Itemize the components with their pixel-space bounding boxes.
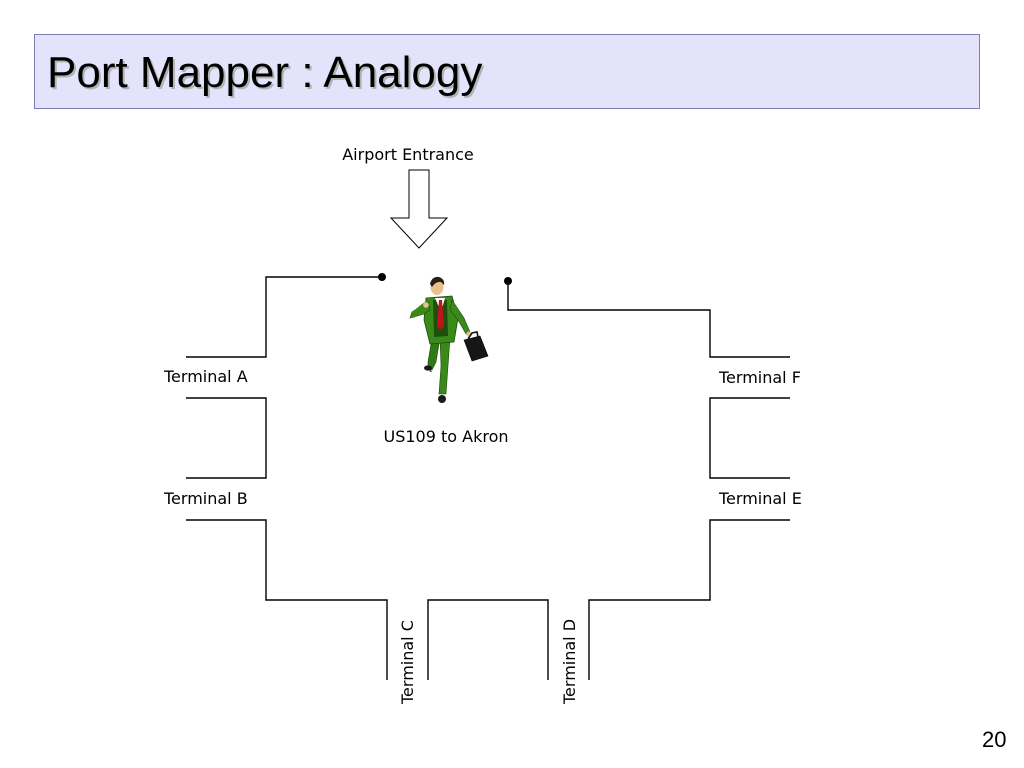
terminal-c-label: Terminal C [398,620,417,705]
center-label: US109 to Akron [383,427,508,446]
slide-title: Port Mapper : Analogy [47,48,483,97]
wall-bottom-left [186,519,388,680]
wall-left-middle [186,397,267,479]
wall-top-left [186,276,382,358]
title-box: Port Mapper : Analogy [34,34,980,109]
terminal-f-label: Terminal F [718,368,801,387]
terminal-d-label: Terminal D [560,619,579,705]
terminal-b-label: Terminal B [163,489,248,508]
running-businessman-icon [409,276,489,403]
wall-bottom-middle [427,599,549,680]
wall-bottom-right [588,519,790,680]
entrance-left-dot [378,273,386,281]
wall-right-middle [709,397,790,479]
page-number: 20 [982,727,1007,752]
entrance-arrow-icon [389,169,449,249]
entrance-right-dot [504,277,512,285]
wall-top-right [507,282,790,358]
terminal-a-label: Terminal A [163,367,248,386]
entrance-label: Airport Entrance [342,145,474,164]
terminal-e-label: Terminal E [718,489,802,508]
